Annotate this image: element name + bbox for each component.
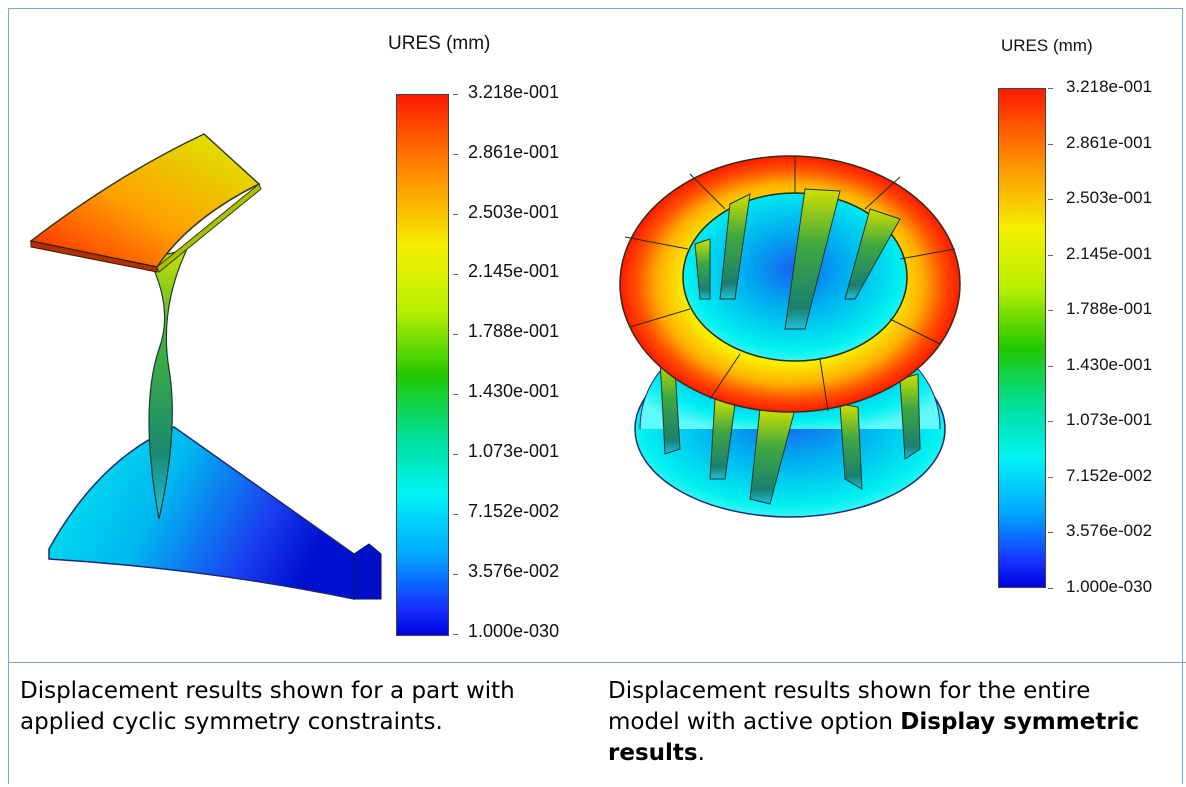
legend-tick-mark: [453, 394, 458, 395]
legend-tick-label: 3.576e-002: [468, 561, 560, 581]
legend-tick-mark: [1048, 199, 1053, 200]
legend-tick-label: 1.788e-001: [1066, 299, 1153, 318]
legend-tick-mark: [453, 454, 458, 455]
legend-tick-label: 2.503e-001: [1066, 188, 1153, 207]
legend-tick-label: 1.788e-001: [468, 321, 560, 341]
legend-tick-label: 3.218e-001: [468, 82, 560, 102]
legend-tick-mark: [1048, 366, 1053, 367]
legend-tick-label: 1.073e-001: [468, 441, 560, 461]
legend-tick-mark: [1048, 88, 1053, 89]
legend-tick-label: 2.145e-001: [468, 261, 560, 281]
legend-tick-mark: [1048, 421, 1053, 422]
left-figure: URES (mm) 3.218e-001 2.861e-001 2.503e-0…: [9, 9, 595, 661]
legend-tick-mark: [1048, 310, 1053, 311]
legend-tick-mark: [1048, 588, 1053, 589]
legend-tick-mark: [453, 334, 458, 335]
legend-tick-mark: [453, 514, 458, 515]
right-model-render: [619, 155, 961, 518]
legend-tick-label: 1.000e-030: [1066, 577, 1153, 596]
legend-tick-label: 2.503e-001: [468, 202, 560, 222]
legend-tick-label: 3.218e-001: [1066, 77, 1153, 96]
legend-tick-label: 3.576e-002: [1066, 521, 1153, 540]
table-frame: [8, 8, 1183, 784]
legend-tick-mark: [1048, 144, 1053, 145]
legend-title: URES (mm): [1001, 36, 1093, 55]
legend-tick-mark: [1048, 477, 1053, 478]
legend-tick-mark: [1048, 532, 1053, 533]
legend-tick-label: 1.430e-001: [1066, 355, 1153, 374]
legend-tick-mark: [453, 154, 458, 155]
legend-tick-label: 1.073e-001: [1066, 410, 1153, 429]
legend-tick-mark: [453, 274, 458, 275]
legend-tick-mark: [453, 94, 458, 95]
caption-right-text: Displacement results shown for the entir…: [608, 678, 1091, 735]
caption-right-end: .: [697, 740, 705, 766]
legend-tick-label: 1.430e-001: [468, 381, 560, 401]
legend-tick-mark: [1048, 255, 1053, 256]
right-figure: URES (mm) 3.218e-001 2.861e-001 2.503e-0…: [600, 9, 1186, 661]
legend-tick-mark: [453, 214, 458, 215]
legend-tick-label: 2.145e-001: [1066, 244, 1153, 263]
table-row-divider: [8, 662, 1186, 663]
legend-tick-label: 1.000e-030: [468, 621, 560, 641]
caption-left: Displacement results shown for a part wi…: [20, 678, 515, 735]
legend-colorbar: [396, 94, 449, 636]
legend-tick-label: 7.152e-002: [1066, 466, 1153, 485]
legend-colorbar: [998, 88, 1046, 588]
legend-tick-label: 2.861e-001: [1066, 133, 1153, 152]
legend-tick-mark: [453, 574, 458, 575]
legend-tick-mark: [453, 634, 458, 635]
caption-right: Displacement results shown for the entir…: [608, 676, 1168, 769]
legend-tick-label: 2.861e-001: [468, 142, 560, 162]
legend-tick-label: 7.152e-002: [468, 501, 560, 521]
caption-right-option: Display symmetric results: [608, 709, 1140, 766]
left-model-render: [29, 133, 382, 600]
legend-title: URES (mm): [388, 33, 491, 54]
